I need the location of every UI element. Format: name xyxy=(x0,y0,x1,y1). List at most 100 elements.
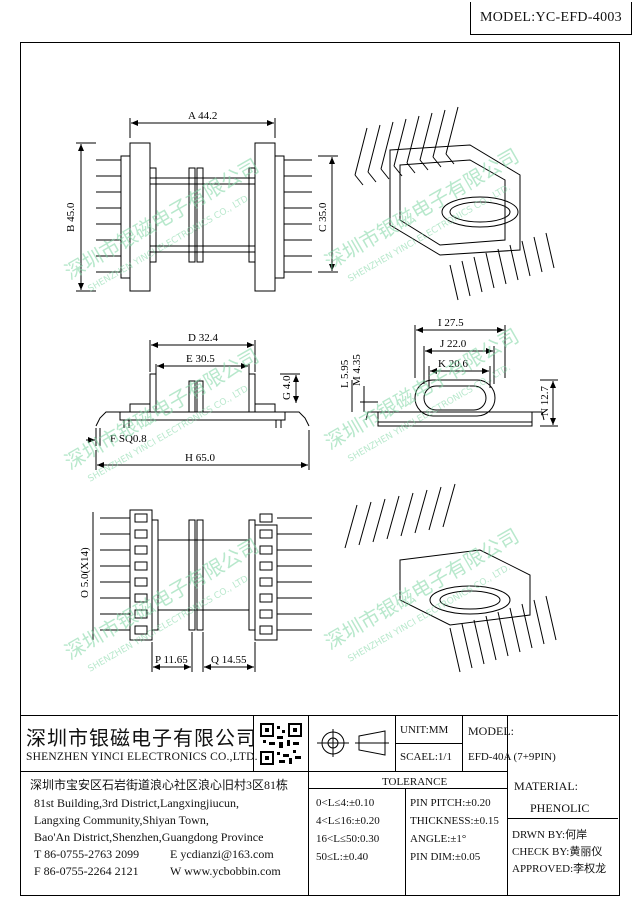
pin xyxy=(432,156,442,168)
pin xyxy=(367,124,381,173)
side-view xyxy=(95,373,310,428)
pin xyxy=(428,486,442,531)
bottom-view-pins xyxy=(100,513,312,635)
pin xyxy=(419,159,429,171)
dim-h: H 65.0 xyxy=(185,452,215,464)
pin xyxy=(442,483,456,528)
pin xyxy=(449,627,461,673)
pin xyxy=(445,153,455,165)
pin-slot xyxy=(134,609,148,619)
dim-e: E 30.5 xyxy=(186,353,215,365)
pin xyxy=(393,165,403,177)
address-en-3: Bao'An District,Shenzhen,Guangdong Provi… xyxy=(34,830,264,844)
company-name-en: SHENZHEN YINCI ELECTRONICS CO.,LTD. xyxy=(26,751,258,763)
pin xyxy=(485,615,497,661)
model-label: MODEL: xyxy=(468,724,514,738)
tolerance-title: TOLERANCE xyxy=(382,776,448,788)
dim-d: D 32.4 xyxy=(188,332,218,344)
title-block: 深圳市银磁电子有限公司 SHENZHEN YINCI ELECTRONICS C… xyxy=(20,715,618,895)
front-view xyxy=(120,142,285,292)
pin xyxy=(358,501,372,546)
pin-slot xyxy=(259,625,273,635)
pin xyxy=(461,623,473,669)
pin xyxy=(380,121,394,170)
tol-right-0: PIN PITCH:±0.20 xyxy=(410,797,491,809)
iso-view-top xyxy=(354,106,555,301)
pin xyxy=(406,115,420,164)
pin xyxy=(509,244,519,281)
dim-b: B 45.0 xyxy=(65,202,77,232)
pin-slot xyxy=(134,593,148,603)
svg-text:深圳市银磁电子有限公司: 深圳市银磁电子有限公司 xyxy=(61,154,264,285)
projection-symbol-icon xyxy=(317,729,389,757)
dim-a: A 44.2 xyxy=(188,110,217,122)
pin-slot xyxy=(134,625,148,635)
pin-slot xyxy=(134,513,148,523)
bottom-view xyxy=(129,509,278,641)
tol-right-1: THICKNESS:±0.15 xyxy=(410,815,499,827)
tel: T 86-0755-2763 2099 xyxy=(34,847,140,861)
pin xyxy=(461,260,471,297)
tol-left-0: 0<L≤4:±0.10 xyxy=(316,797,375,809)
pin xyxy=(354,127,368,176)
tol-left-2: 16<L≤50:0.30 xyxy=(316,833,380,845)
dim-k: K 20.6 xyxy=(438,358,468,370)
iso-view-bottom xyxy=(344,483,557,673)
pin xyxy=(545,595,557,641)
fax: F 86-0755-2264 2121 xyxy=(34,864,139,878)
technical-drawing: A 44.2 B 45.0 C 35.0 D 32.4 E 30.5 G 4.0 xyxy=(61,106,558,675)
pin-slot xyxy=(259,545,273,555)
dim-m: M 4.35 xyxy=(351,354,363,386)
company-name-cn: 深圳市银磁电子有限公司 xyxy=(26,726,257,750)
pin-slot xyxy=(259,593,273,603)
pin-slot xyxy=(134,545,148,555)
pin xyxy=(485,252,495,289)
approved-by: APPROVED:李权龙 xyxy=(512,863,607,875)
pin-slot xyxy=(134,577,148,587)
tol-left-1: 4<L≤16:±0.20 xyxy=(316,815,380,827)
pin-slot xyxy=(259,529,273,539)
pin-slot xyxy=(259,561,273,571)
pin xyxy=(497,611,509,657)
pin xyxy=(432,109,446,158)
tol-left-3: 50≤L:±0.40 xyxy=(316,851,369,863)
pin xyxy=(372,498,386,543)
dim-i: I 27.5 xyxy=(438,317,464,329)
website: W www.ycbobbin.com xyxy=(170,864,281,878)
end-view xyxy=(360,379,545,427)
email: E ycdianzi@163.com xyxy=(170,847,274,861)
dim-l: L 5.95 xyxy=(339,359,351,388)
pin xyxy=(473,256,483,293)
front-view-pins xyxy=(96,159,312,273)
pin-slot xyxy=(259,513,273,523)
pin xyxy=(533,599,545,645)
pin xyxy=(406,162,416,174)
model-value: EFD-40A (7+9PIN) xyxy=(468,751,556,763)
drawn-by: DRWN BY:何岸 xyxy=(512,829,588,841)
pin-slot xyxy=(259,609,273,619)
tol-right-2: ANGLE:±1° xyxy=(410,833,467,845)
address-en-1: 81st Building,3rd District,Langxingjiucu… xyxy=(34,796,239,810)
pin xyxy=(414,489,428,534)
pin xyxy=(354,174,364,186)
dim-f: F SQ0.8 xyxy=(110,433,147,445)
pin xyxy=(497,248,507,285)
material-value: PHENOLIC xyxy=(530,801,590,815)
pin xyxy=(393,118,407,167)
pin xyxy=(400,492,414,537)
pin xyxy=(386,495,400,540)
pin-slot xyxy=(259,577,273,587)
drawing-frame xyxy=(20,42,620,896)
dim-n: N 12.7 xyxy=(539,386,551,416)
address-cn: 深圳市宝安区石岩街道浪心社区浪心旧村3区81栋 xyxy=(30,778,289,792)
checked-by: CHECK BY:黄丽仪 xyxy=(512,846,603,858)
dim-q: Q 14.55 xyxy=(211,654,247,666)
address-en-2: Langxing Community,Shiyan Town, xyxy=(34,813,209,827)
material-label: MATERIAL: xyxy=(514,779,578,793)
model-number-box: MODEL:YC-EFD-4003 xyxy=(470,2,632,35)
dim-p: P 11.65 xyxy=(155,654,188,666)
scale-label: SCAEL:1/1 xyxy=(400,751,452,763)
pin xyxy=(367,171,377,183)
pin xyxy=(545,232,555,269)
model-number: MODEL:YC-EFD-4003 xyxy=(480,10,622,25)
